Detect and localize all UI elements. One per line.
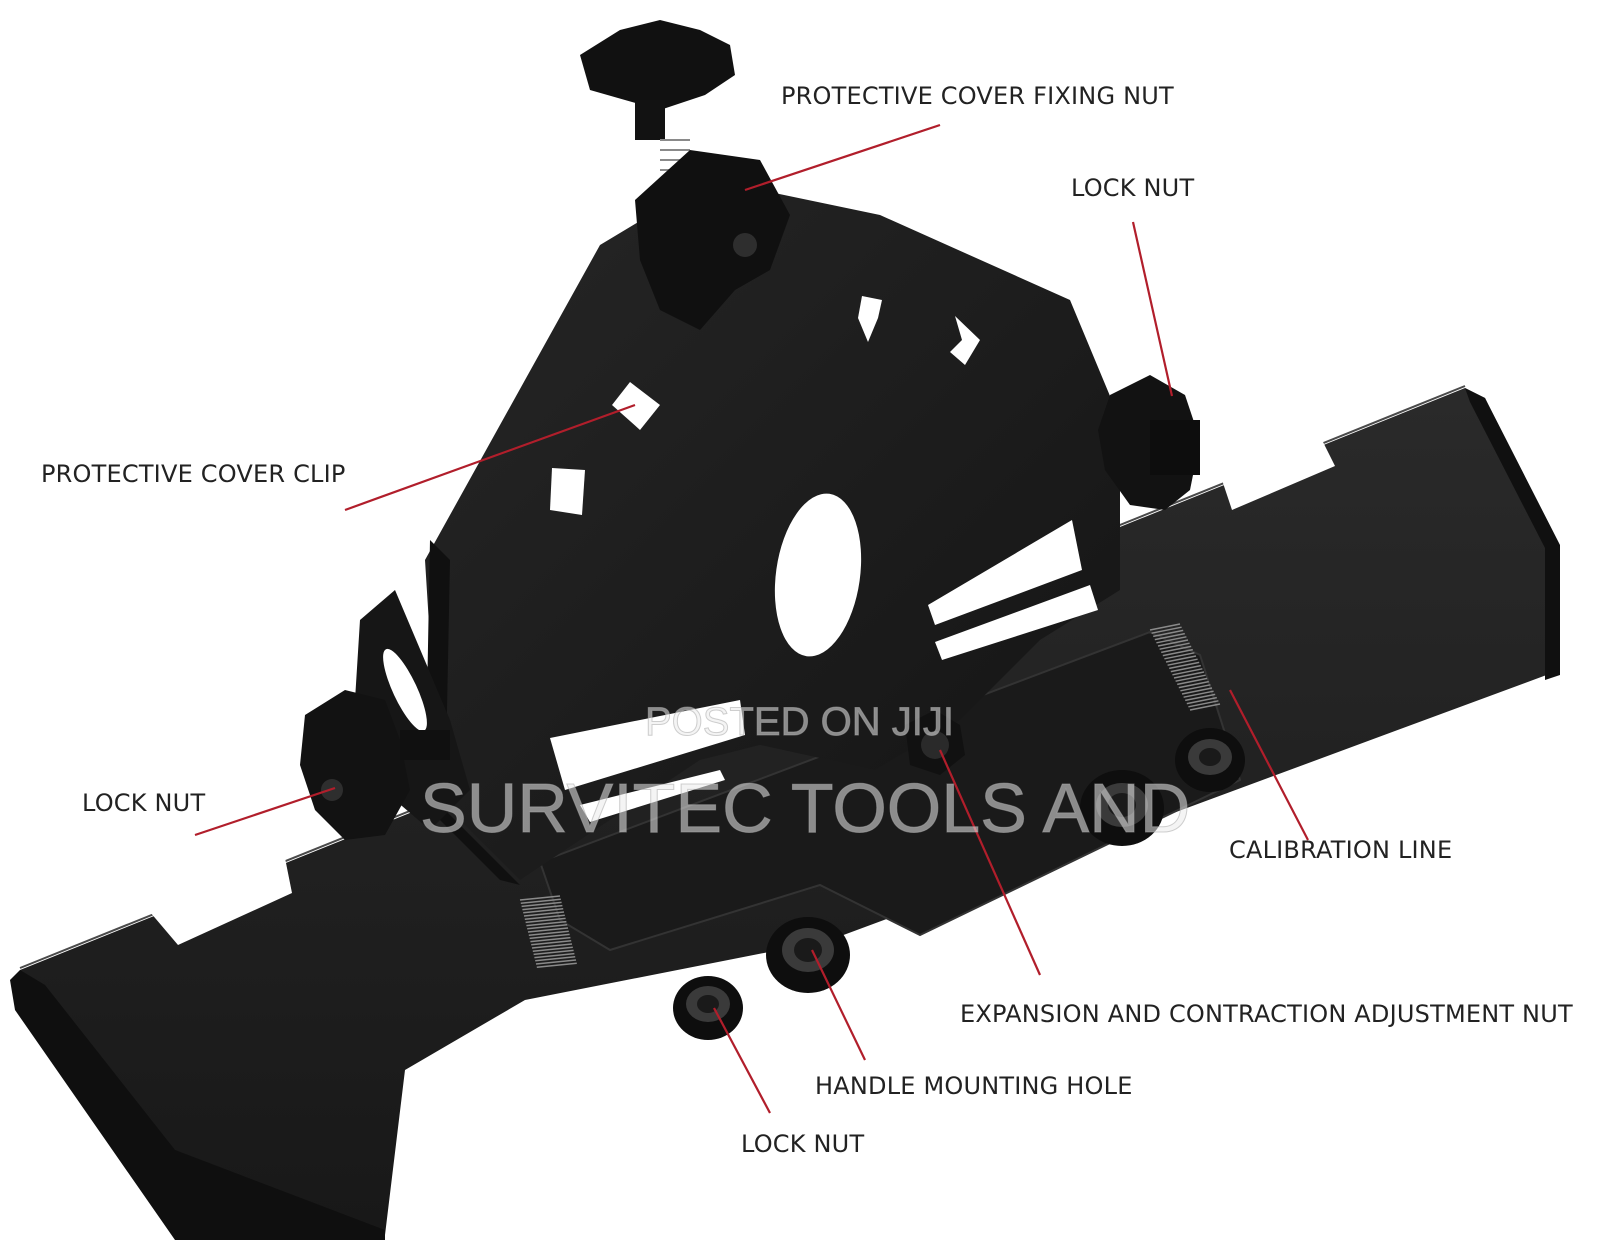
calibration-tick [1169,661,1200,670]
cutout-wedge-upper [928,520,1082,625]
leader-expansion-adjustment-nut [938,749,1042,976]
base-plate [10,385,1560,1240]
cutout-slot-bottom [580,770,725,822]
upright-plate-body [425,190,1120,880]
label-expansion-adjustment-nut: EXPANSION AND CONTRACTION ADJUSTMENT NUT [960,1000,1573,1028]
label-lock-nut-right: LOCK NUT [1071,174,1195,202]
calibration-tick [1167,658,1198,666]
calibration-tick [1188,700,1219,708]
calibration-tick [1149,623,1181,631]
calibration-tick [1151,626,1182,634]
calibration-tick [523,908,564,914]
label-protective-cover-fixing-nut: PROTECTIVE COVER FIXING NUT [781,82,1174,110]
cutout-wedge-left [550,700,745,790]
calibration-tick [1173,671,1205,679]
leader-protective-cover-fixing-nut [744,123,941,192]
calibration-tick [533,949,574,956]
calibration-tick [1181,687,1213,695]
left-bracket-slot [383,648,427,732]
label-lock-nut-bottom: LOCK NUT [741,1130,865,1158]
label-protective-cover-clip: PROTECTIVE COVER CLIP [41,460,346,488]
leader-calibration-line [1229,689,1309,841]
calibration-tick [1157,639,1189,647]
calibration-tick [523,911,565,917]
right-star-knob [1098,375,1200,510]
leader-lock-nut-left [194,786,336,837]
calibration-tick [527,924,568,930]
calibration-tick [525,917,566,924]
base-slot-left [150,858,292,945]
calibration-tick [535,959,577,965]
label-lock-nut-left: LOCK NUT [82,789,206,817]
calibration-tick [1164,652,1195,660]
calibration-tick [527,927,569,933]
cutout-chevron-2 [950,316,980,365]
sliding-plate [538,630,1242,952]
calibration-tick [528,930,569,936]
calibration-tick [1186,696,1217,705]
calibration-tick [529,933,570,940]
calibration-tick [1156,636,1187,644]
insert-right-1 [1080,770,1164,846]
insert-bottom-1 [766,917,850,993]
calibration-tick [1154,632,1185,641]
fixing-nut-block [635,150,790,330]
top-star-knob [580,20,790,330]
calibration-tick [1159,642,1190,650]
calibration-tick [532,946,573,952]
calibration-tick [1189,703,1221,711]
calibration-tick [1153,629,1184,638]
leader-lines [194,123,1309,1114]
left-star-knob [300,690,450,840]
label-handle-mounting-hole: HANDLE MOUNTING HOLE [815,1072,1133,1100]
label-calibration-line: CALIBRATION LINE [1229,836,1453,864]
calibration-tick [535,956,576,962]
calibration-tick [1161,645,1192,654]
calibration-ticks-top [1149,623,1221,711]
calibration-tick [1172,668,1203,676]
calibration-tick [1170,664,1201,673]
leader-lock-nut-bottom [713,1007,771,1114]
calibration-ticks-bottom [519,895,577,968]
calibration-tick [526,920,567,927]
calibration-tick [1183,690,1214,698]
cutout-wedge-lower [935,585,1098,660]
calibration-tick [1180,684,1211,692]
fixing-nut-hole-icon [733,233,757,257]
cutout-square-1 [612,382,660,430]
calibration-tick [1165,655,1197,663]
center-oval-slot [774,493,862,657]
calibration-tick [519,895,561,901]
calibration-tick [1175,674,1206,682]
calibration-tick [1178,680,1209,689]
base-plate-right-flange [1465,388,1560,680]
leader-lock-nut-right [1131,221,1174,397]
cutout-chevron-1 [858,296,882,342]
cutout-square-2 [550,468,585,515]
insert-bottom-2 [673,976,743,1040]
calibration-tick [521,901,562,908]
calibration-tick [531,940,572,946]
base-slot-right [1218,432,1335,510]
calibration-tick [534,952,575,959]
calibration-tick [1185,693,1216,702]
threaded-inserts [673,728,1245,1040]
calibration-tick [1162,648,1193,657]
leader-protective-cover-clip [344,403,636,512]
calibration-tick [531,943,573,949]
calibration-tick [520,898,561,904]
calibration-tick [522,904,563,911]
insert-right-2 [1175,728,1245,792]
calibration-tick [524,914,565,920]
base-plate-front-flange [10,970,385,1240]
calibration-tick [536,962,577,968]
upright-plate [425,190,1120,885]
leader-handle-mounting-hole [811,949,866,1061]
calibration-tick [530,936,571,943]
calibration-tick [1177,677,1208,686]
